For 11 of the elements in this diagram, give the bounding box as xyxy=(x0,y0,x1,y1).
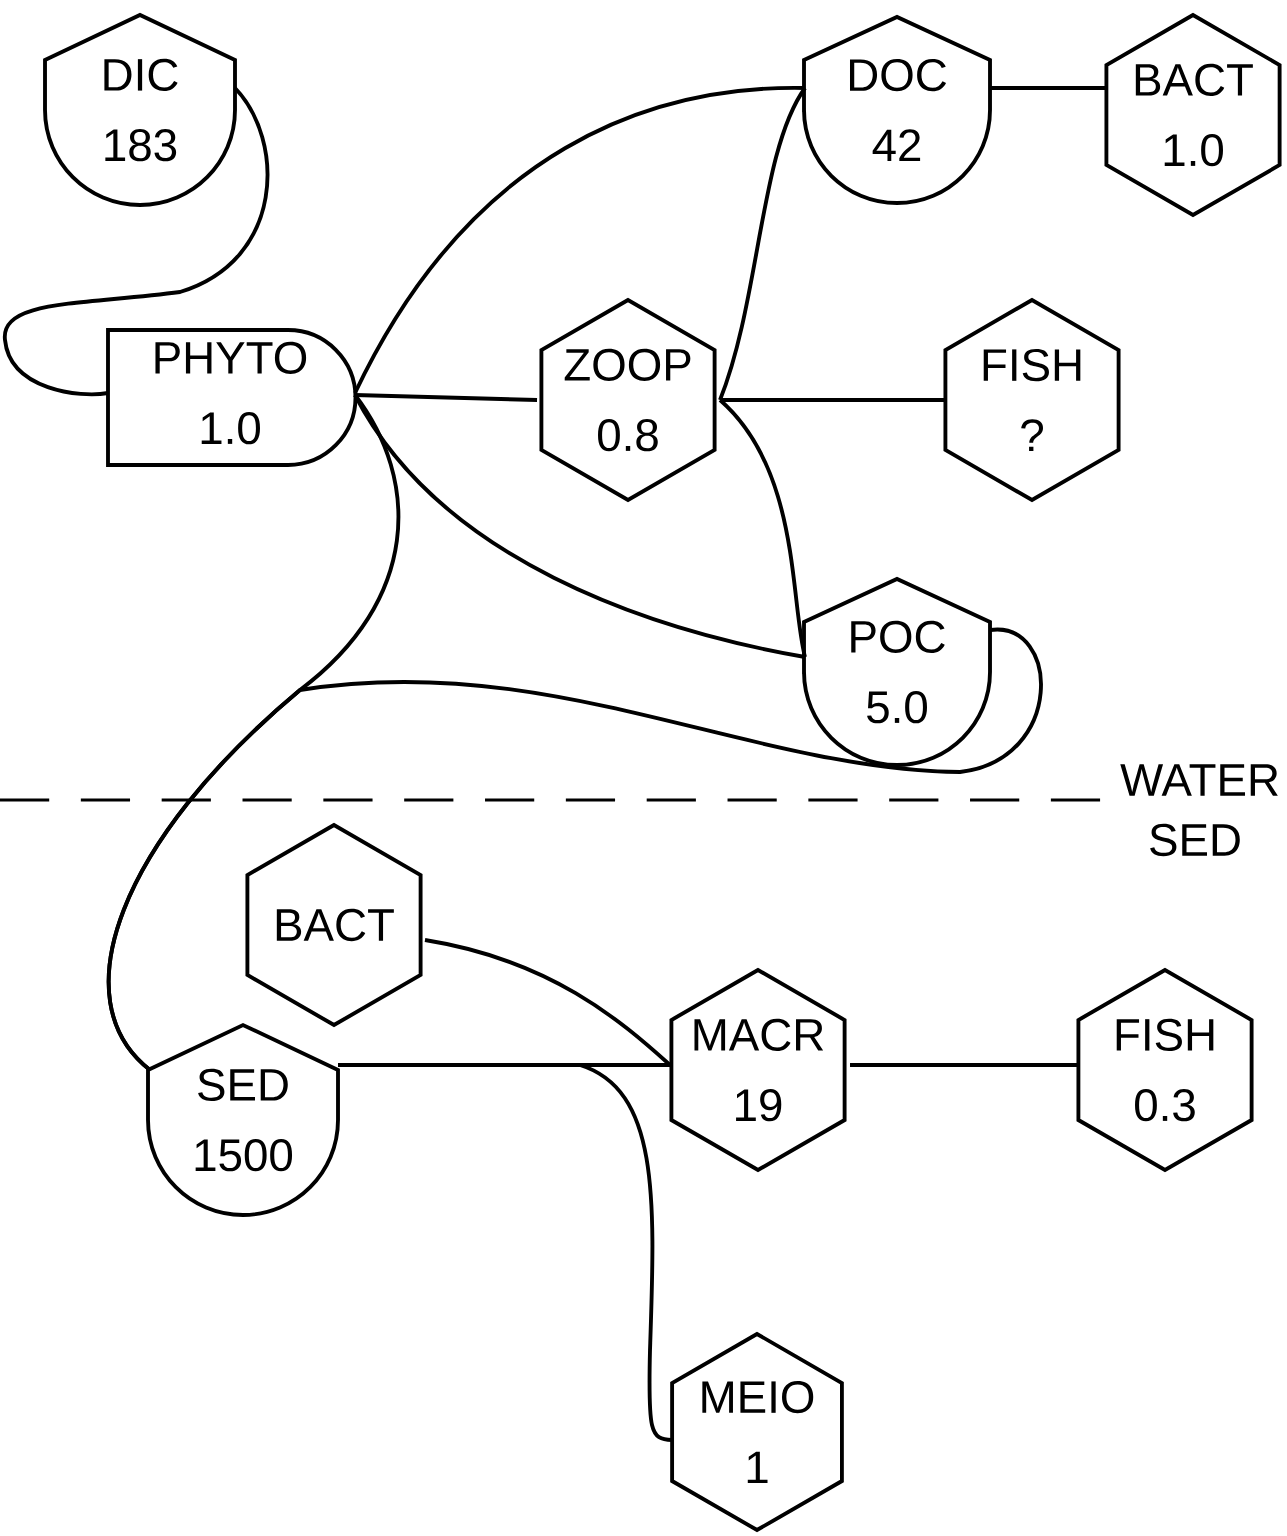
connector-line xyxy=(353,86,806,394)
connector-line xyxy=(990,86,1106,90)
connector-line xyxy=(107,628,1043,1072)
connector-line xyxy=(354,393,538,402)
connector-line xyxy=(850,1063,1078,1067)
connector-line xyxy=(3,86,270,397)
connector-line xyxy=(718,398,807,658)
zone-label: WATER xyxy=(1120,764,1278,796)
connector-line xyxy=(720,398,946,402)
zone-label: SED xyxy=(1150,823,1240,857)
connector-line xyxy=(718,87,807,401)
